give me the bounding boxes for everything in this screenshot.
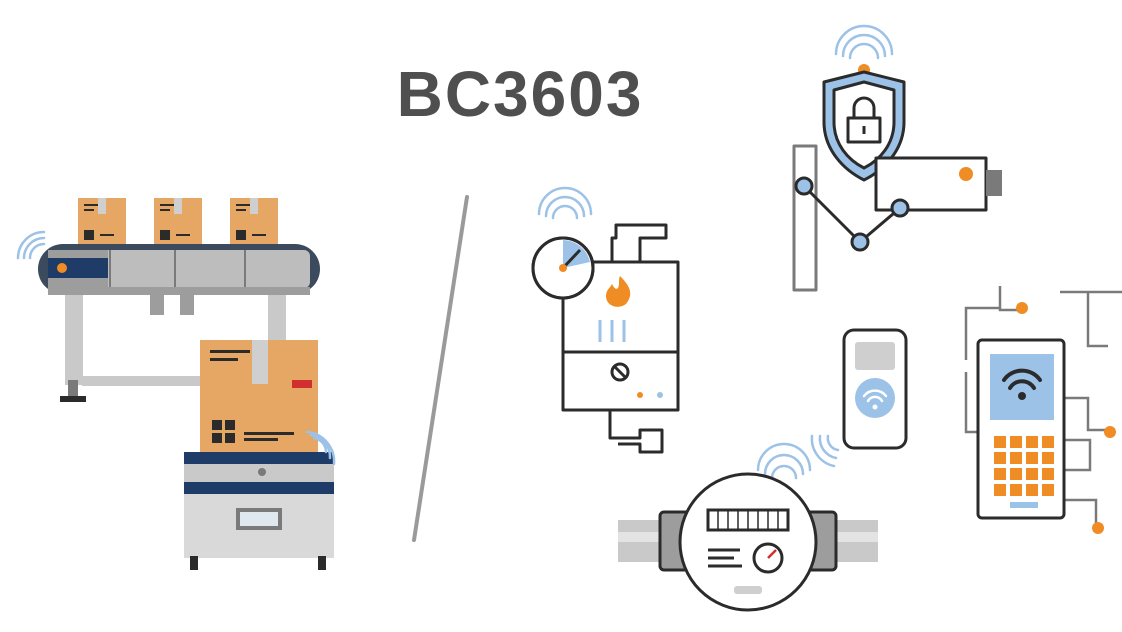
divider-line [412,195,469,542]
page-title: BC3603 [396,58,644,130]
wireless-signal-icon [537,186,593,220]
mobile-robot-icon [184,340,336,570]
wireless-remote-icon [810,328,908,468]
wireless-signal-icon [16,230,46,260]
water-meter-icon [618,442,878,612]
gas-boiler-icon [531,186,680,454]
wireless-signal-icon [810,434,840,468]
wireless-signal-icon [834,24,894,60]
conveyor-belt-icon [16,198,320,402]
wireless-signal-icon [305,430,336,466]
smart-lock-camera-icon [792,24,1002,292]
wireless-signal-icon [756,442,812,480]
smart-door-keypad-icon [964,286,1122,534]
